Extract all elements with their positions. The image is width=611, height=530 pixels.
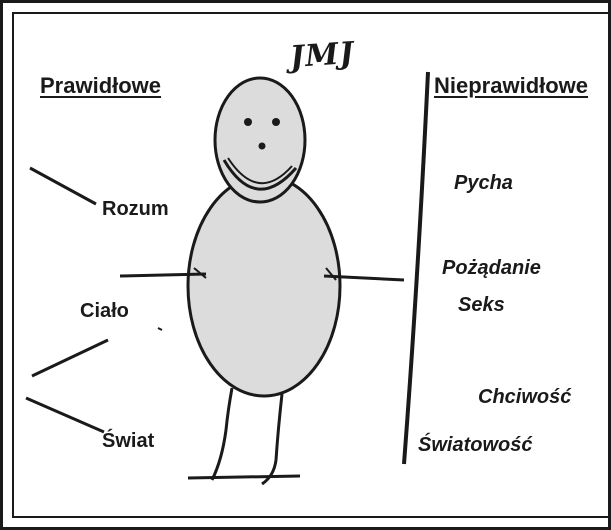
- figure-eye-left: [244, 118, 252, 126]
- figure-leg-right: [262, 394, 282, 484]
- stray-mark: [158, 328, 162, 330]
- figure-eye-right: [272, 118, 280, 126]
- right-label-chciwosc: Chciwość: [478, 386, 571, 409]
- figure-feet-line: [188, 476, 300, 478]
- pointer-line-rozum: [30, 168, 96, 204]
- figure-nose: [259, 143, 266, 150]
- left-label-rozum: Rozum: [102, 198, 169, 221]
- figure-torso: [188, 176, 340, 396]
- right-label-swiatowosc: Światowość: [418, 434, 532, 457]
- vertical-divider: [404, 72, 428, 464]
- right-label-seks: Seks: [458, 294, 505, 317]
- right-label-pycha: Pycha: [454, 172, 513, 195]
- right-label-pozadanie: Pożądanie: [442, 257, 541, 280]
- left-label-swiat: Świat: [102, 430, 154, 453]
- pointer-line-swiat: [26, 398, 104, 432]
- monogram: JMJ: [289, 36, 356, 75]
- heading-right: Nieprawidłowe: [434, 73, 588, 99]
- pointer-line-cialo: [32, 340, 108, 376]
- figure-leg-left: [212, 388, 232, 480]
- figure-arm-left: [120, 274, 206, 276]
- heading-left: Prawidłowe: [40, 73, 161, 99]
- left-label-cialo: Ciało: [80, 300, 129, 323]
